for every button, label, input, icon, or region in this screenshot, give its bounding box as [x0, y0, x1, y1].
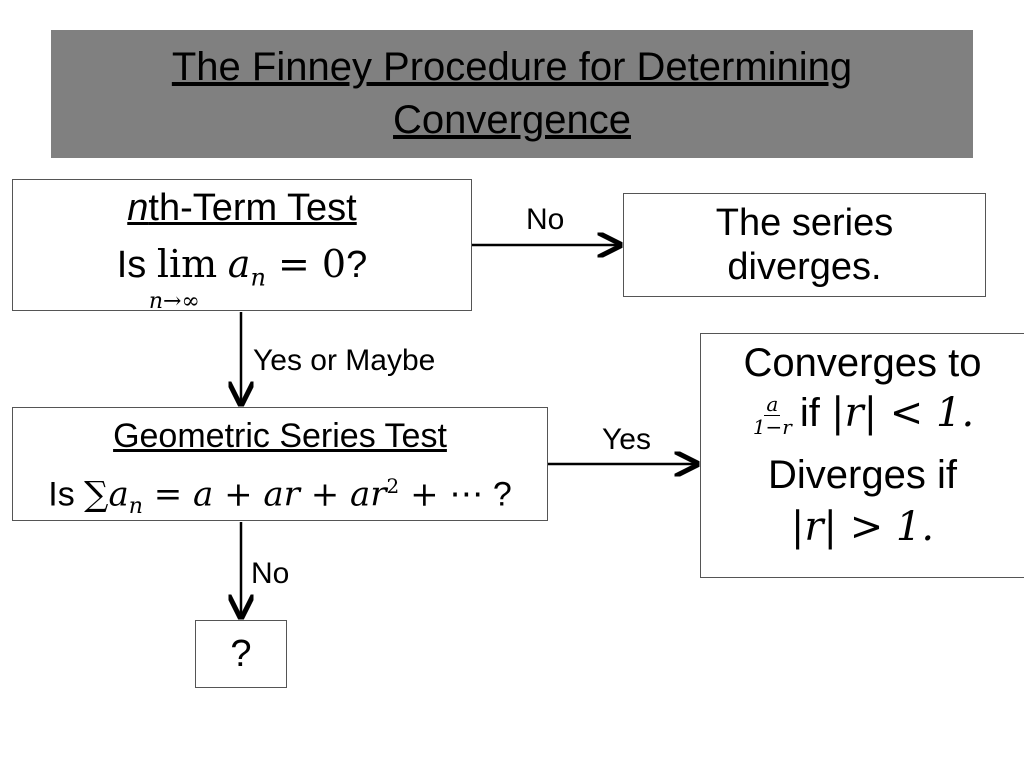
nth-term-a: a	[227, 242, 251, 286]
converges-line-1: Converges to	[743, 341, 982, 385]
limit-subscript: n→∞	[148, 289, 200, 314]
unknown-question-mark: ?	[230, 632, 252, 675]
nth-term-heading-n: n	[127, 187, 149, 229]
title-line-2: Convergence	[393, 98, 631, 142]
nth-term-test-box: nth-Term Test Is lim n→∞ an = 0?	[12, 179, 472, 314]
geometric-term-sub: n	[128, 494, 143, 520]
geometric-question-prefix: Is	[48, 475, 75, 514]
geometric-rhs-tail: + ⋯	[399, 474, 484, 515]
converges-condition-math: |r| < 1.	[830, 390, 975, 436]
fraction-numerator: a	[764, 391, 781, 416]
converges-result-box: Converges to a 1−r if |r| < 1. Diverges …	[700, 333, 1024, 578]
sum-symbol: ∑	[84, 474, 109, 515]
geometric-rhs: = a + ar + ar	[142, 474, 387, 515]
diverges-condition-math: |r| > 1.	[790, 504, 935, 550]
nth-term-equals-zero: = 0	[265, 242, 347, 286]
converges-if-word: if	[799, 391, 820, 435]
fraction-a-over-1-minus-r: a 1−r	[751, 393, 794, 438]
geometric-term-a: a	[108, 474, 129, 515]
geometric-question: Is ∑an = a + ar + ar2 + ⋯ ?	[13, 464, 547, 529]
diverges-if-line: Diverges if	[768, 453, 957, 497]
limit-operator: lim	[156, 242, 218, 286]
edge-label-no-unknown: No	[251, 557, 290, 590]
diverges-line-2: diverges.	[727, 246, 882, 288]
geometric-heading: Geometric Series Test	[113, 417, 447, 455]
nth-term-a-sub: n	[250, 263, 266, 292]
title-line-1: The Finney Procedure for Determining	[171, 45, 853, 89]
edge-label-no-diverges: No	[526, 203, 565, 236]
fraction-denominator: 1−r	[752, 414, 792, 439]
diverges-line-1: The series	[715, 202, 894, 244]
geometric-rhs-exponent: 2	[386, 474, 400, 498]
nth-term-heading-rest: th-Term Test	[148, 187, 357, 229]
unknown-next-test-box: ?	[195, 620, 287, 688]
nth-term-question-prefix: Is	[116, 244, 147, 286]
limit-expression: lim n→∞	[149, 242, 218, 314]
series-diverges-box: The series diverges.	[623, 193, 986, 297]
geometric-question-mark: ?	[483, 475, 512, 514]
edge-label-yes-or-maybe: Yes or Maybe	[253, 344, 436, 377]
title-banner: The Finney Procedure for Determining Con…	[51, 30, 973, 158]
nth-term-heading: nth-Term Test	[13, 186, 471, 230]
edge-label-yes-converges: Yes	[602, 423, 651, 456]
nth-term-question: Is lim n→∞ an = 0?	[13, 242, 471, 314]
converges-condition: a 1−r if |r| < 1.	[701, 390, 1024, 438]
nth-term-question-mark: ?	[346, 244, 368, 286]
geometric-series-test-box: Geometric Series Test Is ∑an = a + ar + …	[12, 407, 548, 521]
